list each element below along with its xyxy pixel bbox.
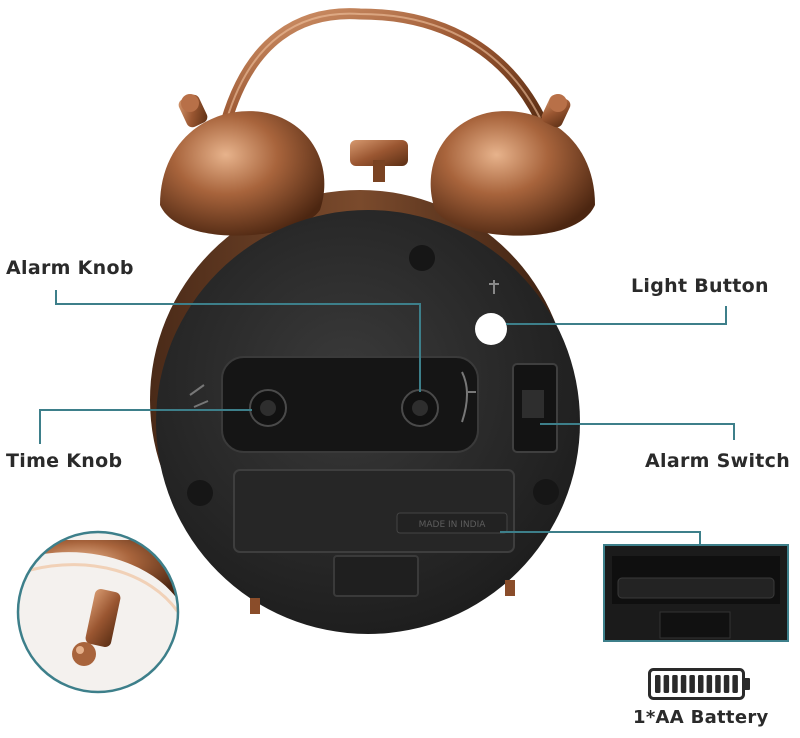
battery-cell bbox=[689, 675, 695, 693]
battery-cell bbox=[698, 675, 704, 693]
light-button bbox=[475, 313, 507, 345]
battery-cell bbox=[723, 675, 730, 693]
knob-recess bbox=[221, 356, 479, 453]
carry-handle bbox=[220, 8, 546, 128]
battery-cell bbox=[672, 675, 678, 693]
battery-icon bbox=[648, 668, 750, 700]
battery-cell bbox=[732, 675, 738, 693]
light-bulb-icon bbox=[489, 280, 499, 294]
foot-closeup-inset bbox=[16, 530, 180, 694]
foot-right bbox=[505, 580, 515, 596]
snooze-lever bbox=[350, 140, 408, 166]
battery-compartment-inset bbox=[603, 544, 789, 642]
battery-cell bbox=[715, 675, 721, 693]
left-bell bbox=[160, 94, 325, 236]
battery-cell bbox=[655, 675, 661, 693]
time-arrow-icon bbox=[189, 384, 209, 408]
battery-cell bbox=[663, 675, 670, 693]
time-knob bbox=[249, 389, 287, 427]
callout-alarm-switch bbox=[540, 423, 735, 440]
callout-battery-compartment bbox=[500, 531, 701, 545]
battery-cell bbox=[706, 675, 713, 693]
screw-left bbox=[187, 480, 213, 506]
label-light-button: Light Button bbox=[631, 275, 769, 297]
alarm-bell-icon bbox=[461, 371, 476, 423]
label-alarm-knob: Alarm Knob bbox=[6, 257, 134, 279]
made-in-engraving: MADE IN INDIA bbox=[419, 520, 487, 530]
battery-cover bbox=[233, 469, 515, 553]
callout-alarm-knob bbox=[55, 290, 421, 392]
callout-time-knob bbox=[39, 409, 252, 444]
label-alarm-switch: Alarm Switch bbox=[645, 450, 791, 472]
cover-tab bbox=[333, 555, 419, 597]
screw-right bbox=[533, 479, 559, 505]
callout-lines bbox=[39, 290, 735, 545]
battery-cell bbox=[680, 675, 687, 693]
right-bell bbox=[430, 94, 595, 236]
alarm-knob bbox=[401, 389, 439, 427]
callout-light-button bbox=[506, 306, 727, 325]
screw-top bbox=[409, 245, 435, 271]
label-time-knob: Time Knob bbox=[6, 450, 123, 472]
foot-left bbox=[250, 598, 260, 614]
label-battery: 1*AA Battery bbox=[633, 707, 769, 728]
